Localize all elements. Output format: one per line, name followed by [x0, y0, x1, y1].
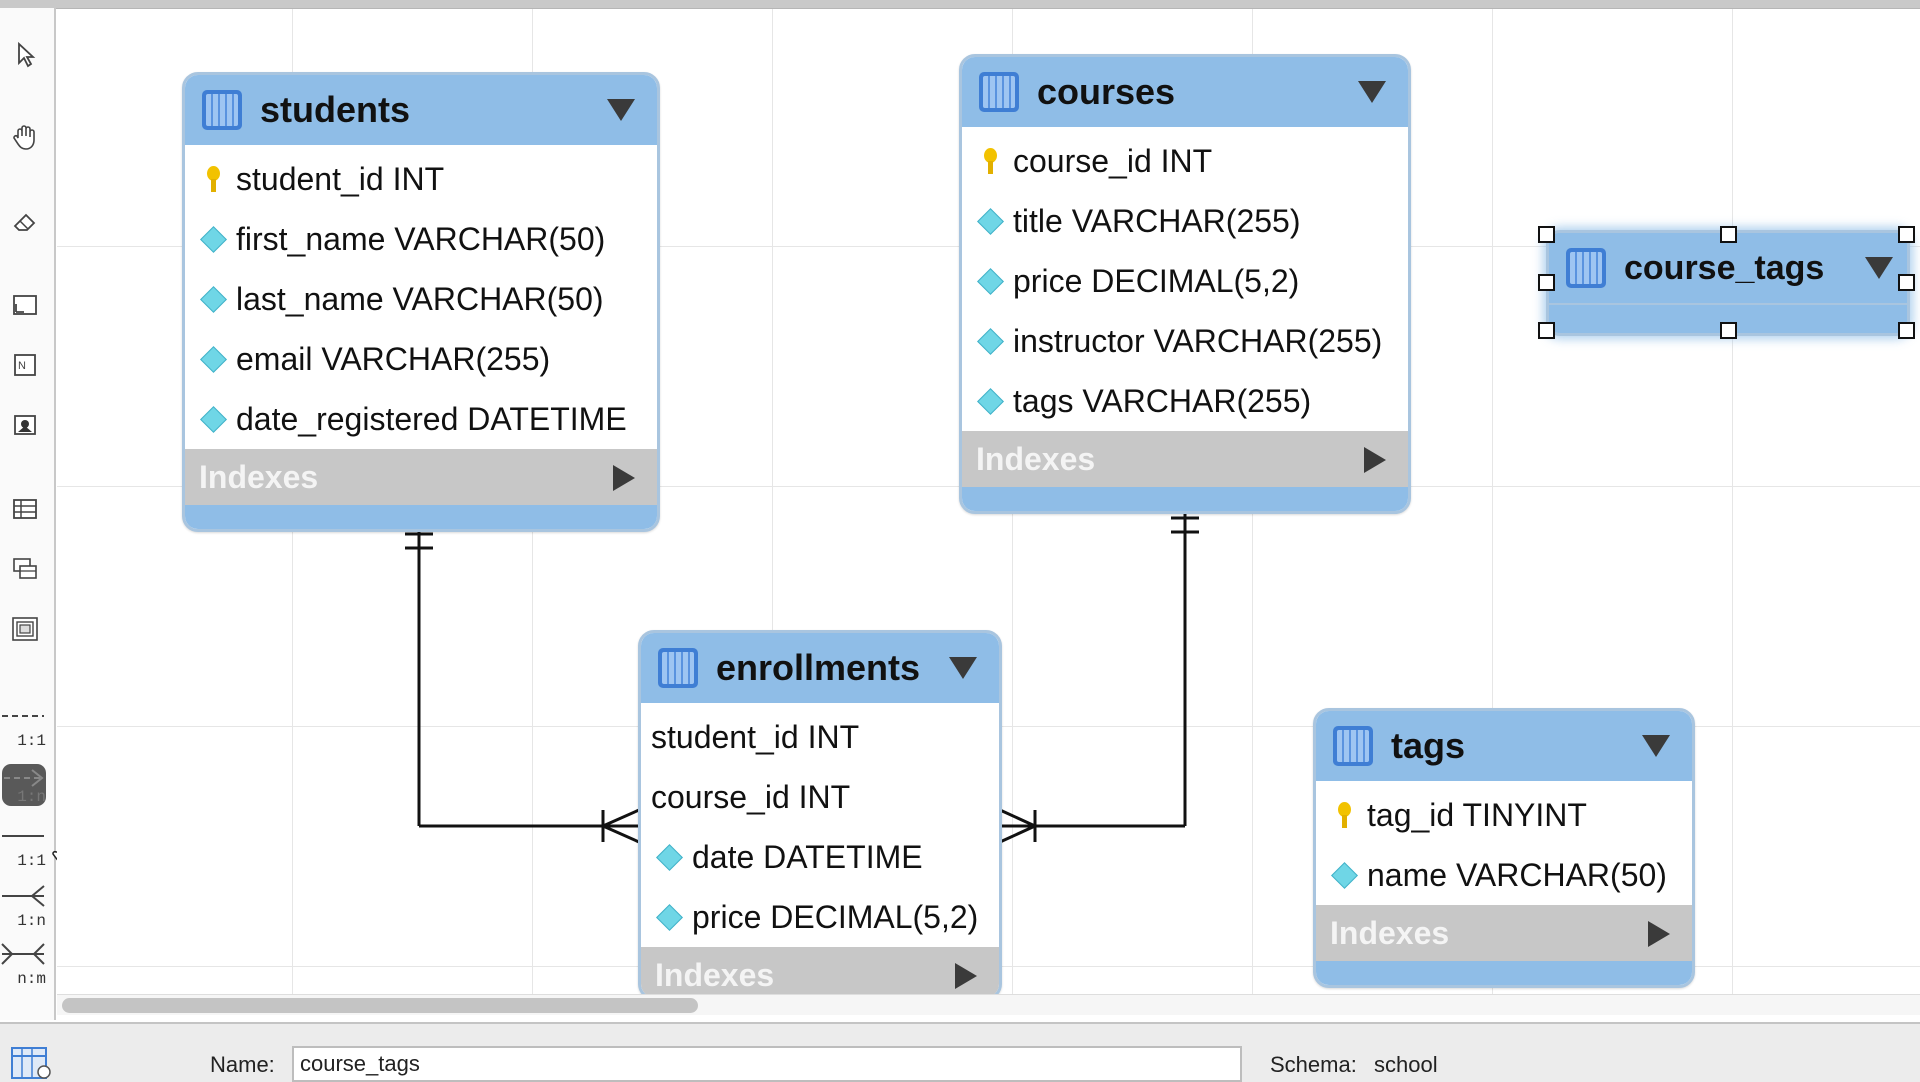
- name-label: Name:: [210, 1052, 275, 1077]
- resize-handle[interactable]: [1898, 274, 1915, 291]
- schema-label: Schema:: [1270, 1052, 1357, 1077]
- collapse-arrow-icon[interactable]: [1642, 735, 1670, 757]
- relationship-1-1-identifying-tool[interactable]: 1:1: [2, 835, 46, 870]
- column-row[interactable]: course_id INT: [651, 778, 851, 815]
- resize-handle[interactable]: [1720, 322, 1737, 339]
- pointer-icon[interactable]: [8, 38, 42, 72]
- table-header[interactable]: courses: [962, 57, 1408, 127]
- indexes-section[interactable]: Indexes: [962, 431, 1408, 487]
- primary-key-icon: [1329, 800, 1359, 830]
- scrollbar-thumb[interactable]: [62, 998, 698, 1013]
- column-row[interactable]: tags VARCHAR(255): [962, 371, 1408, 431]
- collapse-arrow-icon[interactable]: [607, 99, 635, 121]
- column-diamond-icon: [198, 224, 228, 254]
- primary-key-icon: [975, 146, 1005, 176]
- column-row[interactable]: date DATETIME: [641, 827, 999, 887]
- table-icon: [979, 72, 1019, 112]
- table-enrollments[interactable]: enrollments student_id INT course_id INT…: [638, 630, 1002, 1000]
- column-row[interactable]: name VARCHAR(50): [1316, 845, 1692, 905]
- resize-handle[interactable]: [1538, 274, 1555, 291]
- collapse-arrow-icon[interactable]: [1865, 257, 1893, 279]
- view-icon[interactable]: [8, 552, 42, 586]
- column-row[interactable]: course_id INT: [962, 131, 1408, 191]
- table-courses[interactable]: courses course_id INT title VARCHAR(255)…: [959, 54, 1411, 514]
- column-row[interactable]: price DECIMAL(5,2): [641, 887, 999, 947]
- selected-tool-highlight: [2, 764, 46, 806]
- layer-icon[interactable]: [8, 288, 42, 322]
- table-title: tags: [1391, 725, 1466, 766]
- table-icon: [1566, 248, 1606, 288]
- primary-key-icon: [198, 164, 228, 194]
- relationship-1-1-nonidentifying-tool[interactable]: 1:1: [2, 715, 46, 750]
- table-icon: [202, 90, 242, 130]
- table-title: students: [260, 89, 411, 130]
- table-course-tags[interactable]: course_tags: [1546, 230, 1910, 336]
- relationship-1-n-nonidentifying-tool[interactable]: 1:n: [0, 754, 54, 810]
- indexes-section[interactable]: Indexes: [185, 449, 657, 505]
- expand-arrow-icon[interactable]: [955, 963, 977, 989]
- column-row[interactable]: date_registered DATETIME: [185, 389, 657, 449]
- collapse-arrow-icon[interactable]: [949, 657, 977, 679]
- table-title: course_tags: [1624, 248, 1825, 287]
- table-header[interactable]: enrollments: [641, 633, 999, 703]
- column-diamond-icon: [198, 284, 228, 314]
- table-tags[interactable]: tags tag_id TINYINT name VARCHAR(50) Ind…: [1313, 708, 1695, 988]
- column-diamond-icon: [975, 206, 1005, 236]
- table-header[interactable]: course_tags: [1549, 233, 1907, 303]
- column-diamond-icon: [654, 842, 684, 872]
- column-row[interactable]: tag_id TINYINT: [1316, 785, 1692, 845]
- relationship-1-n-identifying-tool[interactable]: 1:n: [0, 878, 54, 934]
- column-diamond-icon: [654, 902, 684, 932]
- expand-arrow-icon[interactable]: [1648, 921, 1670, 947]
- indexes-section[interactable]: Indexes: [641, 947, 999, 997]
- schema-value: school: [1374, 1052, 1438, 1077]
- column-diamond-icon: [198, 344, 228, 374]
- svg-text:N: N: [18, 360, 26, 372]
- resize-handle[interactable]: [1538, 322, 1555, 339]
- routine-group-icon[interactable]: [8, 612, 42, 646]
- table-footer: [1316, 961, 1692, 985]
- expand-arrow-icon[interactable]: [1364, 447, 1386, 473]
- table-header[interactable]: students: [185, 75, 657, 145]
- table-header[interactable]: tags: [1316, 711, 1692, 781]
- table-title: courses: [1037, 71, 1176, 112]
- column-row[interactable]: instructor VARCHAR(255): [962, 311, 1408, 371]
- expand-arrow-icon[interactable]: [613, 465, 635, 491]
- column-diamond-icon: [1329, 860, 1359, 890]
- table-students[interactable]: students student_id INT first_name VARCH…: [182, 72, 660, 532]
- image-icon[interactable]: [8, 408, 42, 442]
- table-icon: [1333, 726, 1373, 766]
- relationship-n-m-tool[interactable]: n:m: [0, 936, 54, 992]
- table-icon[interactable]: [8, 492, 42, 526]
- column-row[interactable]: last_name VARCHAR(50): [185, 269, 657, 329]
- column-row[interactable]: email VARCHAR(255): [185, 329, 657, 389]
- resize-handle[interactable]: [1898, 322, 1915, 339]
- table-footer: [185, 505, 657, 529]
- column-row[interactable]: price DECIMAL(5,2): [962, 251, 1408, 311]
- column-row[interactable]: student_id INT: [185, 149, 657, 209]
- resize-handle[interactable]: [1538, 226, 1555, 243]
- table-edit-icon: [11, 1047, 51, 1079]
- diagram-toolbar: N 1:1 1:n 1:1 1:n n:m: [0, 8, 56, 1020]
- note-icon[interactable]: N: [8, 348, 42, 382]
- top-edge: [0, 0, 1920, 9]
- column-row[interactable]: title VARCHAR(255): [962, 191, 1408, 251]
- table-footer: [962, 487, 1408, 511]
- name-input[interactable]: [292, 1046, 1242, 1082]
- column-diamond-icon: [975, 386, 1005, 416]
- hand-icon[interactable]: [8, 120, 42, 154]
- resize-handle[interactable]: [1720, 226, 1737, 243]
- column-diamond-icon: [975, 266, 1005, 296]
- column-diamond-icon: [975, 326, 1005, 356]
- column-diamond-icon: [198, 404, 228, 434]
- table-title: enrollments: [716, 647, 921, 688]
- column-row[interactable]: student_id INT: [651, 718, 860, 755]
- collapse-arrow-icon[interactable]: [1358, 81, 1386, 103]
- column-row[interactable]: first_name VARCHAR(50): [185, 209, 657, 269]
- table-icon: [658, 648, 698, 688]
- resize-handle[interactable]: [1898, 226, 1915, 243]
- eraser-icon[interactable]: [8, 204, 42, 238]
- indexes-section[interactable]: Indexes: [1316, 905, 1692, 961]
- object-properties-bar: Name: Schema: school: [0, 1022, 1920, 1082]
